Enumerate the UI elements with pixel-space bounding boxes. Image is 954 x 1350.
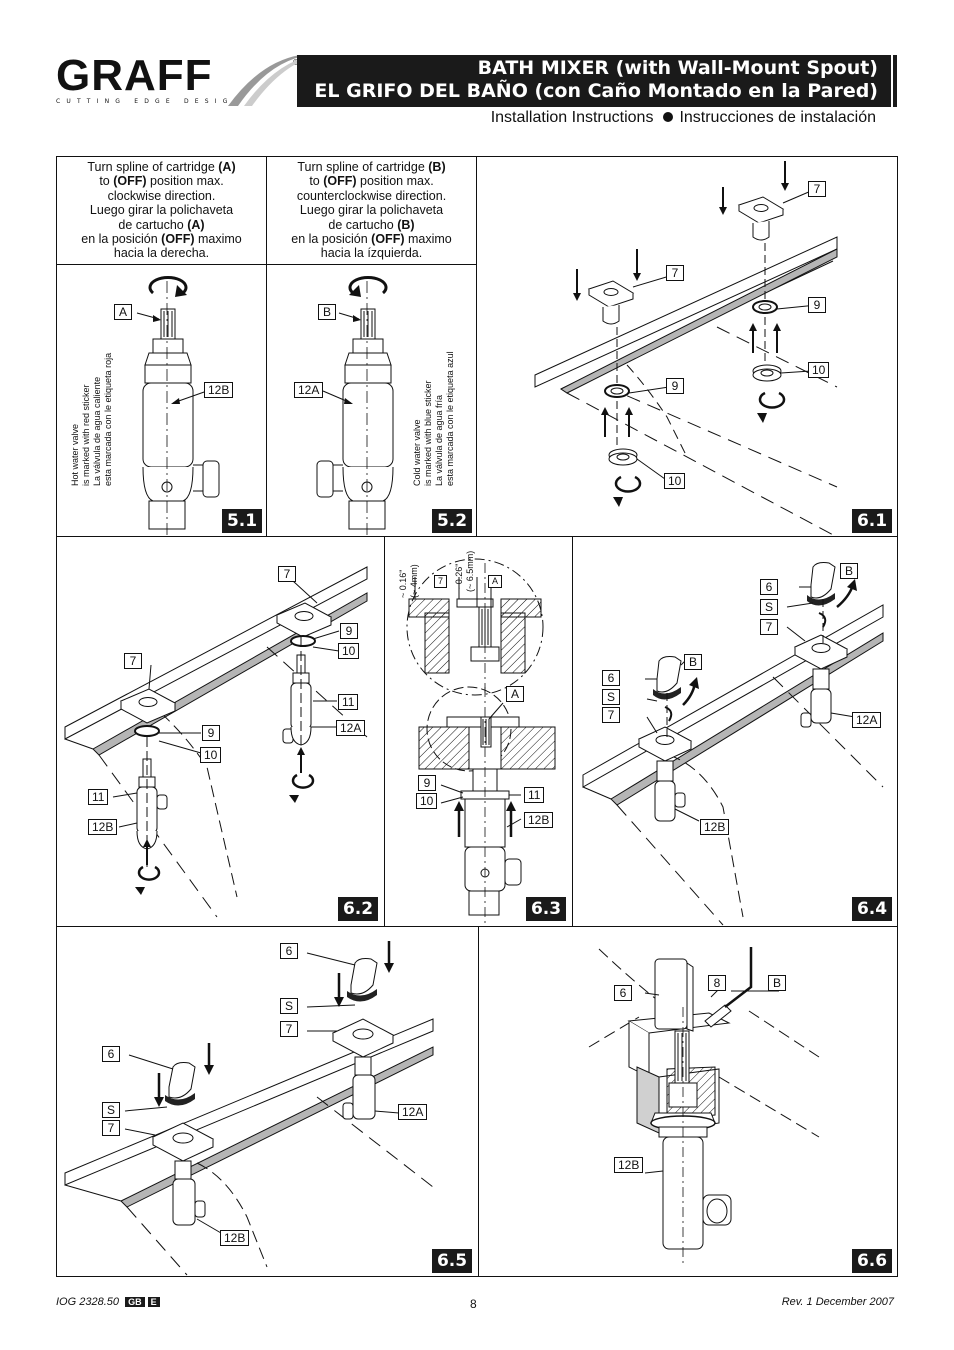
cold-water-note: Cold water valve is marked with blue sti…: [412, 351, 455, 486]
label-8: 8: [708, 975, 726, 991]
label-10: 10: [664, 473, 686, 489]
title-bar: [297, 55, 891, 107]
step-6-5-panel: [56, 926, 479, 1277]
step-badge-6-5: 6.5: [432, 1249, 472, 1273]
label-9: 9: [418, 775, 436, 791]
step-5-2-drawing-panel: [266, 264, 477, 537]
label-b: B: [684, 654, 702, 670]
step-5-2-instructions: Turn spline of cartridge (B) to (OFF) po…: [291, 160, 452, 261]
subtitle-spanish: Instrucciones de instalación: [679, 109, 876, 126]
label-9: 9: [808, 297, 826, 313]
sleeve-handle-drawing: [582, 562, 884, 926]
lang-badge-e: E: [147, 1297, 160, 1307]
label-12a: 12A: [852, 712, 882, 728]
handle-press-drawing: [64, 941, 434, 1276]
label-6: 6: [614, 985, 632, 1001]
label-s: S: [280, 998, 298, 1014]
document-title: BATH MIXER (with Wall-Mount Spout) EL GR…: [314, 57, 878, 103]
label-9: 9: [340, 623, 358, 639]
subtitle: Installation Instructions Instrucciones d…: [491, 109, 876, 127]
step-badge-5-2: 5.2: [432, 509, 472, 533]
step-badge-5-1: 5.1: [222, 509, 262, 533]
step-badge-6-4: 6.4: [852, 897, 892, 921]
label-s: S: [102, 1102, 120, 1118]
label-7: 7: [760, 619, 778, 635]
title-english: BATH MIXER (with Wall-Mount Spout): [477, 57, 878, 79]
label-12b: 12B: [220, 1230, 250, 1246]
label-12a: 12A: [398, 1104, 428, 1120]
label-7: 7: [434, 575, 448, 588]
title-rule: [893, 55, 897, 107]
label-cartridge-b: B: [318, 304, 336, 320]
step-6-4-panel: [572, 536, 898, 927]
step-badge-6-2: 6.2: [338, 897, 378, 921]
label-b: B: [768, 975, 786, 991]
subtitle-english: Installation Instructions: [490, 109, 654, 126]
label-a: A: [488, 575, 503, 588]
cold-valve-drawing: [316, 275, 394, 535]
step-5-1-drawing-panel: [56, 264, 267, 537]
label-7: 7: [280, 1021, 298, 1037]
valve-install-drawing: [64, 566, 368, 918]
label-6: 6: [760, 579, 778, 595]
label-cartridge-a: A: [114, 304, 132, 320]
label-12b: 12B: [524, 812, 554, 828]
label-6: 6: [102, 1046, 120, 1062]
label-7: 7: [808, 181, 826, 197]
step-6-6-panel: [478, 926, 898, 1277]
label-10: 10: [338, 643, 360, 659]
label-s: S: [602, 689, 620, 705]
step-6-1-panel: [476, 156, 898, 537]
graff-logo: GRAFF CUTTING EDGE DESIGN ®: [56, 51, 300, 106]
bullet-icon: [663, 112, 674, 123]
label-a: A: [506, 686, 524, 702]
step-5-1-instructions: Turn spline of cartridge (A) to (OFF) po…: [81, 160, 242, 261]
dimension-4mm: ~ 0.16" (~ 4mm): [398, 564, 419, 598]
lang-badge-gb: GB: [125, 1297, 145, 1307]
title-spanish: EL GRIFO DEL BAÑO (con Caño Montado en l…: [314, 80, 878, 102]
label-12a: 12A: [336, 720, 366, 736]
label-7: 7: [602, 707, 620, 723]
label-12a: 12A: [294, 382, 324, 398]
title-swoosh: [228, 55, 318, 106]
label-s: S: [760, 599, 778, 615]
label-6: 6: [602, 670, 620, 686]
label-6: 6: [280, 943, 298, 959]
label-10: 10: [416, 793, 438, 809]
step-badge-6-1: 6.1: [852, 509, 892, 533]
logo-wordmark: GRAFF: [56, 51, 213, 100]
tub-rim-parts-drawing: [534, 161, 838, 536]
page-number: 8: [470, 1297, 477, 1311]
logo-tagline: CUTTING EDGE DESIGN: [56, 98, 245, 105]
dimension-6-5mm: ~ 0.26" (~ 6.5mm): [454, 550, 475, 592]
label-11: 11: [338, 694, 359, 710]
label-10: 10: [200, 747, 222, 763]
label-11: 11: [524, 787, 545, 803]
label-10: 10: [808, 362, 830, 378]
hot-water-note: Hot water valve is marked with red stick…: [70, 352, 113, 486]
revision-date: Rev. 1 December 2007: [781, 1296, 894, 1308]
set-screw-detail-drawing: [588, 947, 820, 1267]
label-12b: 12B: [614, 1157, 644, 1173]
section-detail-drawing: [406, 558, 556, 923]
label-7: 7: [278, 566, 296, 582]
step-badge-6-3: 6.3: [526, 897, 566, 921]
label-7: 7: [102, 1120, 120, 1136]
step-6-2-panel: [56, 536, 385, 927]
step-badge-6-6: 6.6: [852, 1249, 892, 1273]
label-12b: 12B: [700, 819, 730, 835]
label-9: 9: [666, 378, 684, 394]
label-9: 9: [202, 725, 220, 741]
label-b: B: [840, 563, 858, 579]
label-7: 7: [666, 265, 684, 281]
step-6-3-panel: [384, 536, 573, 927]
label-12b: 12B: [204, 382, 234, 398]
label-7: 7: [124, 653, 142, 669]
label-12b: 12B: [88, 819, 118, 835]
label-11: 11: [88, 789, 109, 805]
hot-valve-drawing: [136, 275, 220, 535]
